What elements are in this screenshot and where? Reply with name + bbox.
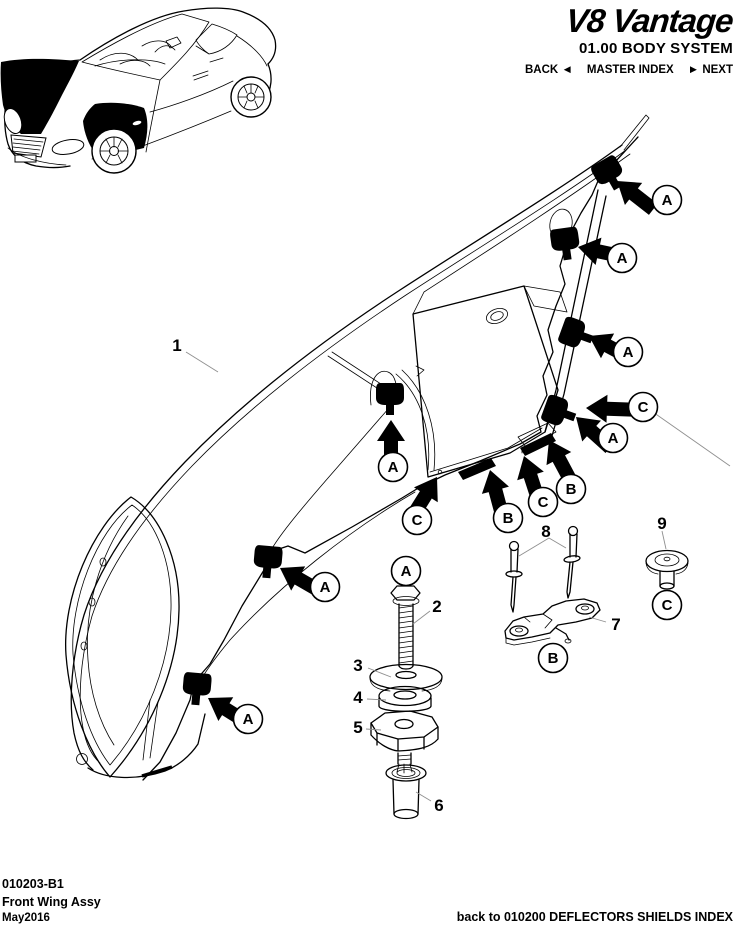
callout-circle-A: A xyxy=(612,336,644,368)
rivnut-part-6 xyxy=(385,764,427,820)
callout-arrows xyxy=(200,169,662,735)
svg-text:C: C xyxy=(662,597,673,614)
svg-text:B: B xyxy=(503,510,514,527)
circled-callouts: A A A C A B C B C A A A A B C xyxy=(232,184,683,735)
nav-next-arrow-icon[interactable]: ► xyxy=(687,64,700,76)
rear-wheel xyxy=(230,76,272,118)
fastener-strip xyxy=(458,458,496,480)
nut-part-5 xyxy=(370,710,439,774)
svg-text:C: C xyxy=(538,494,549,511)
svg-text:A: A xyxy=(662,192,673,209)
part-label-8: 8 xyxy=(541,522,550,541)
nav-bar: BACK ◄ MASTER INDEX ► NEXT xyxy=(525,64,733,76)
push-pin-part-9 xyxy=(645,549,689,590)
back-to-index-link[interactable]: back to 010200 DEFLECTORS SHIELDS INDEX xyxy=(456,910,733,924)
bracket-part-7 xyxy=(504,598,601,646)
section-title: 01.00 BODY SYSTEM xyxy=(578,40,733,57)
part-label-1: 1 xyxy=(172,336,181,355)
callout-circle-C: C xyxy=(527,486,559,518)
svg-text:A: A xyxy=(608,430,619,447)
fastener-clip xyxy=(376,383,404,415)
nav-back-arrow-icon[interactable]: ◄ xyxy=(561,64,573,76)
fastener-clip xyxy=(549,226,582,262)
callout-circle-B: B xyxy=(555,473,587,505)
part-label-4: 4 xyxy=(353,688,363,707)
svg-text:A: A xyxy=(243,711,254,728)
part-label-7: 7 xyxy=(611,615,620,634)
fastener-clip xyxy=(539,393,580,431)
document-title: Front Wing Assy xyxy=(2,895,101,909)
front-wheel xyxy=(91,128,137,174)
part-number-labels: 1 2 3 4 5 6 7 8 9 xyxy=(172,336,666,815)
part-label-6: 6 xyxy=(434,796,443,815)
document-code: 010203-B1 xyxy=(2,877,64,891)
svg-text:B: B xyxy=(566,481,577,498)
part-label-3: 3 xyxy=(353,656,362,675)
spacer-part-4 xyxy=(378,685,432,712)
washer-part-3 xyxy=(369,663,443,692)
callout-circle-A: A xyxy=(390,555,422,587)
nav-next-link[interactable]: NEXT xyxy=(702,64,733,76)
side-marker xyxy=(131,119,143,127)
fastener-clip xyxy=(556,315,597,353)
leader-lines xyxy=(185,351,667,802)
part-label-2: 2 xyxy=(432,597,441,616)
callout-circle-A: A xyxy=(377,451,409,483)
callout-circle-A: A xyxy=(651,184,683,216)
callout-circle-C: C xyxy=(401,504,433,536)
number-plate xyxy=(14,154,37,163)
bolt-part-2 xyxy=(390,585,421,670)
part-label-5: 5 xyxy=(353,718,362,737)
svg-text:A: A xyxy=(623,344,634,361)
highlighted-left-front-wing xyxy=(0,58,79,135)
callout-circle-A: A xyxy=(232,703,264,735)
fastener-strip xyxy=(520,433,556,456)
svg-text:B: B xyxy=(548,650,559,667)
callout-circle-B: B xyxy=(537,642,569,674)
nav-master-index-link[interactable]: MASTER INDEX xyxy=(586,64,674,76)
callout-circle-C: C xyxy=(651,589,683,621)
front-wing-panel-drawing xyxy=(65,114,731,781)
callout-circle-A: A xyxy=(597,422,629,454)
svg-text:A: A xyxy=(388,459,399,476)
svg-text:C: C xyxy=(412,512,423,529)
document-date: May2016 xyxy=(2,912,50,924)
fastener-clip xyxy=(252,544,284,580)
rivets-part-8 xyxy=(505,525,581,613)
callout-circle-C: C xyxy=(627,391,659,423)
svg-text:C: C xyxy=(638,399,649,416)
part-label-9: 9 xyxy=(657,514,666,533)
svg-text:A: A xyxy=(401,563,412,580)
callout-circle-A: A xyxy=(606,242,638,274)
nav-back-link[interactable]: BACK xyxy=(525,64,559,76)
right-headlamp xyxy=(51,139,85,155)
fastener-clip xyxy=(181,671,213,707)
fastener-clips xyxy=(181,153,630,707)
svg-text:A: A xyxy=(617,250,628,267)
left-headlamp xyxy=(3,107,23,135)
svg-text:A: A xyxy=(320,579,331,596)
car-locator-thumbnail xyxy=(0,7,277,174)
callout-circle-A: A xyxy=(309,571,341,603)
callout-circle-B: B xyxy=(492,502,524,534)
